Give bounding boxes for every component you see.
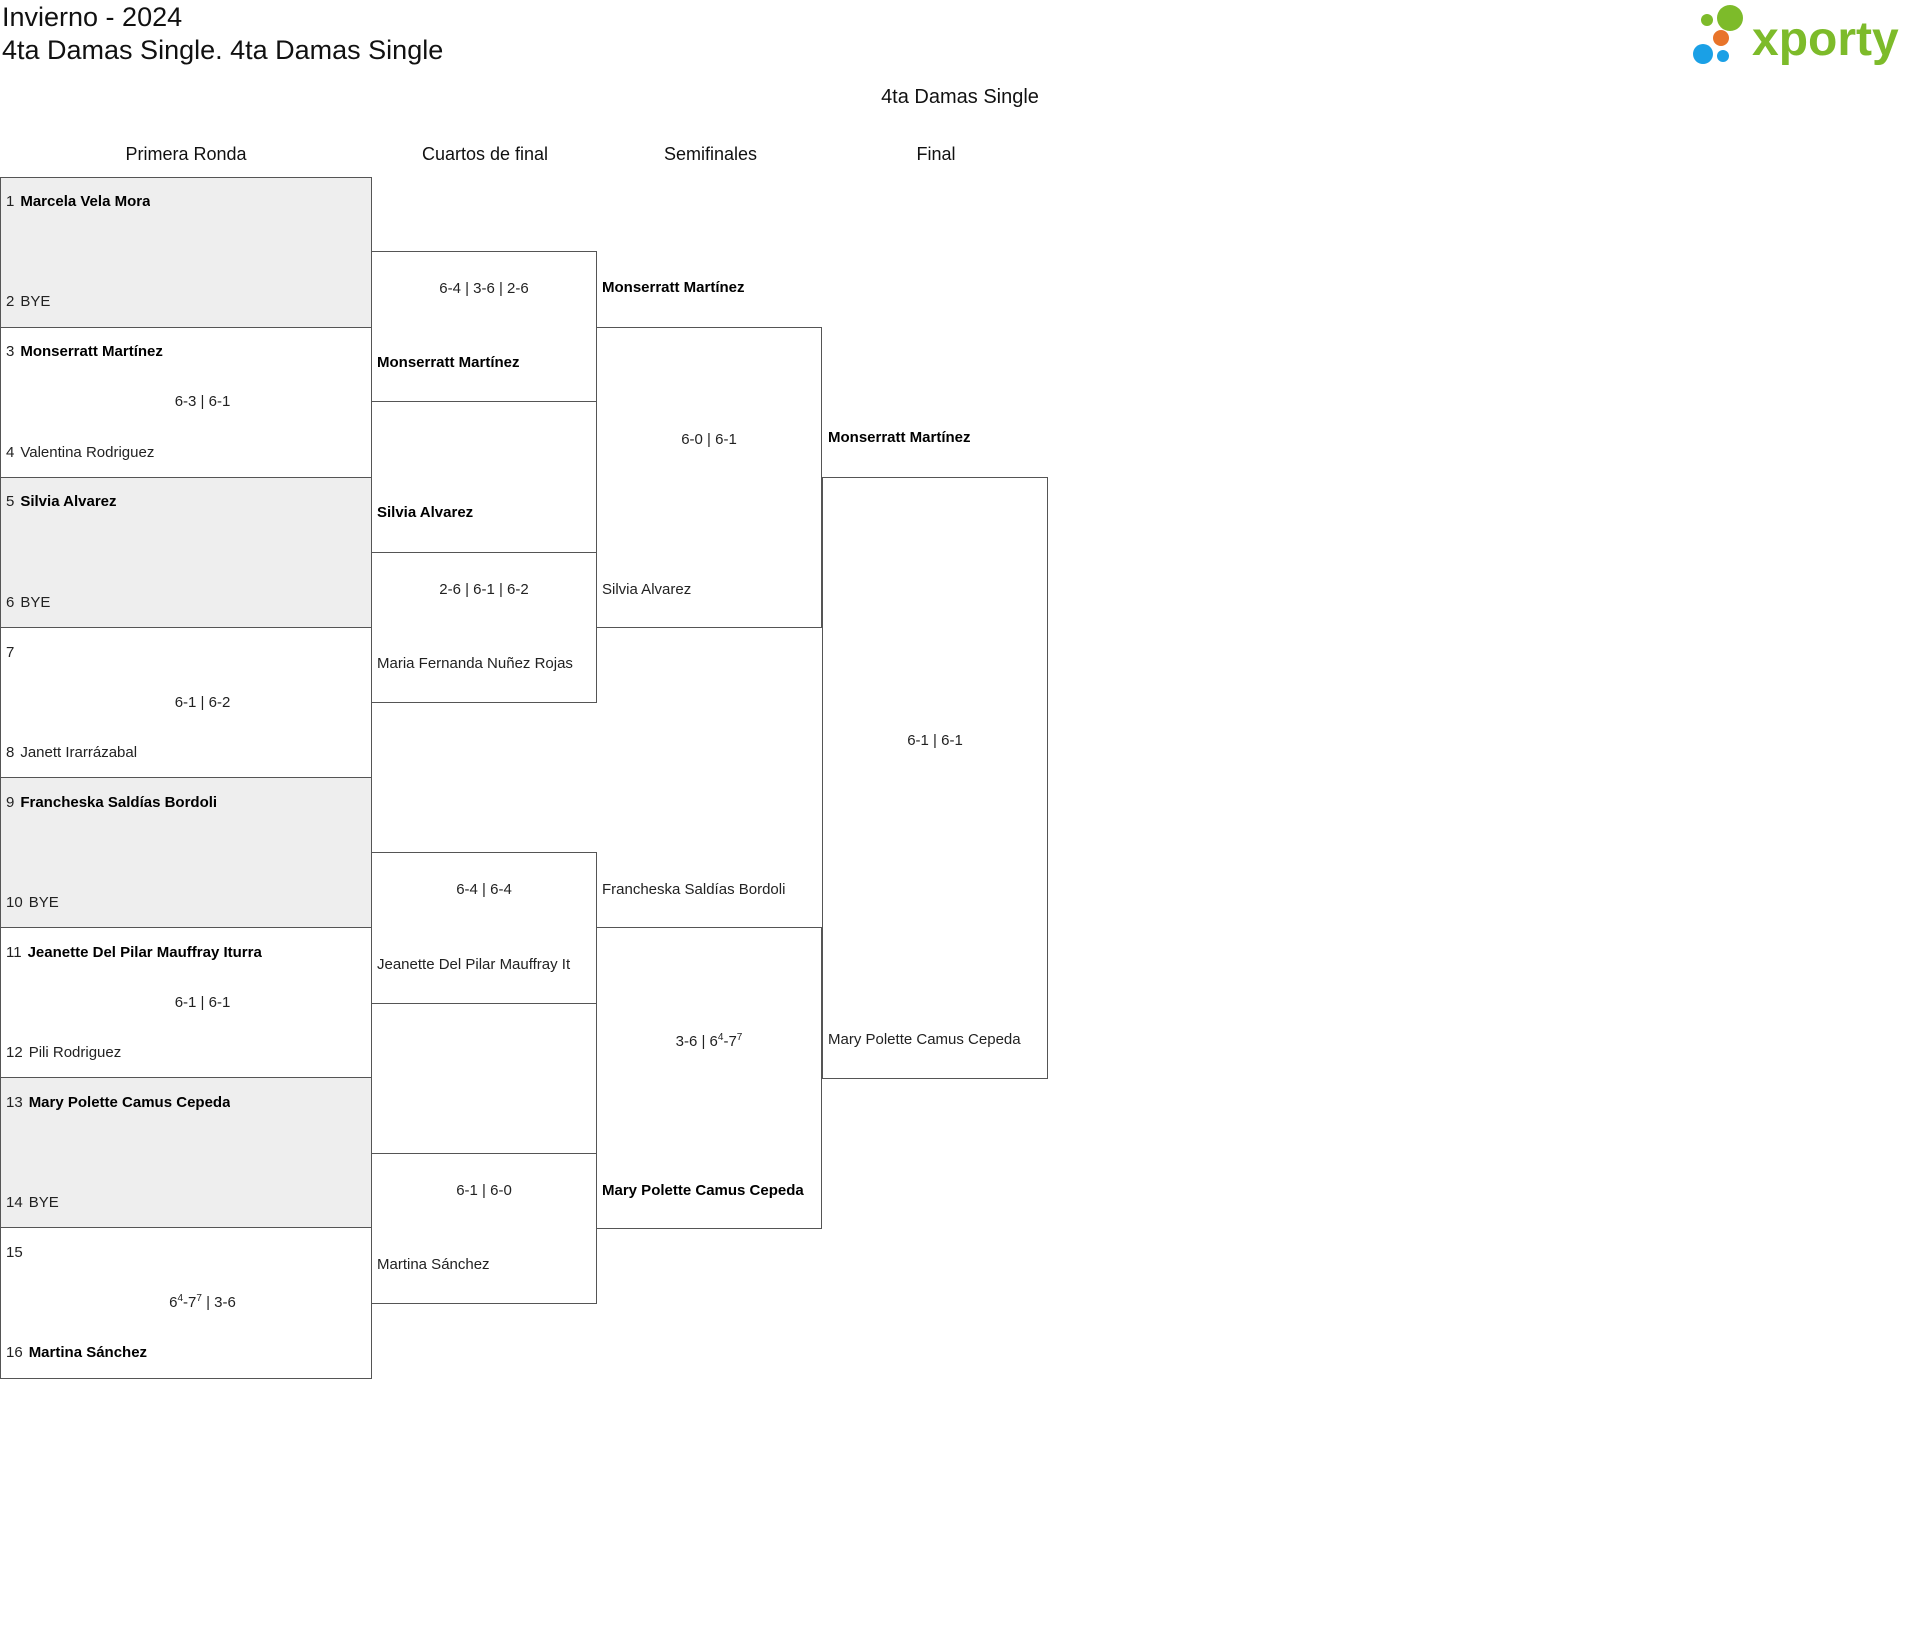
player-entry[interactable]: Francheska Saldías Bordoli: [602, 881, 786, 898]
player-name: Francheska Saldías Bordoli: [20, 794, 218, 811]
round-header-quarterfinals: Cuartos de final: [421, 144, 549, 164]
player-entry[interactable]: 1 Marcela Vela Mora: [6, 193, 150, 210]
player-entry[interactable]: Monserratt Martínez: [602, 279, 745, 296]
bracket-title: 4ta Damas Single: [881, 86, 1039, 108]
player-entry[interactable]: Monserratt Martínez: [377, 354, 520, 371]
first-round-match: [0, 327, 372, 478]
player-entry[interactable]: Monserratt Martínez: [828, 429, 971, 446]
match-score: 6-1 | 6-0: [456, 1182, 512, 1199]
first-round-match: [0, 1077, 372, 1228]
player-name: Monserratt Martínez: [20, 343, 163, 360]
player-entry[interactable]: 14 BYE: [6, 1194, 59, 1211]
seed-number: 11: [6, 944, 22, 961]
player-entry[interactable]: 12 Pili Rodriguez: [6, 1044, 121, 1061]
player-name: Janett Irarrázabal: [20, 744, 138, 761]
player-entry[interactable]: 5 Silvia Alvarez: [6, 493, 117, 510]
first-round-match: [0, 927, 372, 1078]
player-entry[interactable]: 2 BYE: [6, 293, 50, 310]
seed-number: 14: [6, 1194, 23, 1211]
player-entry[interactable]: Martina Sánchez: [377, 1256, 490, 1273]
seed-number: 16: [6, 1344, 23, 1361]
seed-number: 1: [6, 193, 15, 210]
player-name: Mary Polette Camus Cepeda: [28, 1094, 231, 1111]
seed-number: 4: [6, 444, 15, 461]
player-entry[interactable]: 11 Jeanette Del Pilar Mauffray Iturra: [6, 944, 262, 961]
player-name: BYE: [20, 594, 51, 611]
logo-wordmark: xporty: [1752, 13, 1899, 66]
final-match: [822, 477, 1048, 1079]
quarterfinal-match: [371, 251, 597, 402]
seed-number: 2: [6, 293, 15, 310]
match-score: 6-3 | 6-1: [174, 393, 231, 410]
player-name: Marcela Vela Mora: [20, 193, 151, 210]
player-name: Pili Rodriguez: [28, 1044, 122, 1061]
player-entry[interactable]: 13 Mary Polette Camus Cepeda: [6, 1094, 230, 1111]
seed-number: 12: [6, 1044, 23, 1061]
player-entry[interactable]: Mary Polette Camus Cepeda: [602, 1182, 804, 1199]
player-entry[interactable]: 9 Francheska Saldías Bordoli: [6, 794, 217, 811]
player-name: Martina Sánchez: [28, 1344, 148, 1361]
match-score: 6-1 | 6-2: [174, 694, 231, 711]
seed-number: 5: [6, 493, 15, 510]
player-entry[interactable]: 4 Valentina Rodriguez: [6, 444, 154, 461]
semifinal-match: [596, 927, 822, 1229]
player-entry[interactable]: Maria Fernanda Nuñez Rojas: [377, 655, 573, 672]
seed-number: 6: [6, 594, 15, 611]
first-round-match: [0, 1227, 372, 1379]
match-score: 6-1 | 6-1: [907, 732, 963, 749]
player-name: BYE: [28, 1194, 59, 1211]
seed-number: 10: [6, 894, 23, 911]
player-entry[interactable]: 16 Martina Sánchez: [6, 1344, 147, 1361]
player-entry[interactable]: Mary Polette Camus Cepeda: [828, 1031, 1021, 1048]
seed-number: 7: [6, 644, 15, 661]
first-round-match: [0, 777, 372, 928]
round-header-first: Primera Ronda: [125, 144, 247, 164]
player-entry[interactable]: 3 Monserratt Martínez: [6, 343, 163, 360]
player-entry[interactable]: 10 BYE: [6, 894, 59, 911]
semifinal-match: [596, 327, 822, 628]
season-title: Invierno - 2024: [2, 2, 183, 32]
first-round-match: [0, 177, 372, 328]
player-name: Valentina Rodriguez: [20, 444, 155, 461]
player-entry[interactable]: 15: [6, 1244, 29, 1261]
quarterfinal-match: [371, 852, 597, 1004]
round-header-semifinals: Semifinales: [663, 144, 758, 164]
category-title: 4ta Damas Single. 4ta Damas Single: [2, 35, 444, 65]
player-name: Silvia Alvarez: [20, 493, 117, 510]
seed-number: 8: [6, 744, 15, 761]
seed-number: 13: [6, 1094, 23, 1111]
match-score: 6-4 | 3-6 | 2-6: [439, 280, 529, 297]
player-entry[interactable]: Silvia Alvarez: [602, 581, 692, 598]
player-entry[interactable]: Silvia Alvarez: [377, 504, 474, 521]
xporty-logo: xporty: [1690, 2, 1920, 72]
player-name: BYE: [28, 894, 59, 911]
seed-number: 3: [6, 343, 15, 360]
quarterfinal-match: [371, 552, 597, 703]
match-score: 64-77 | 3-6: [169, 1293, 236, 1311]
player-name: Jeanette Del Pilar Mauffray Iturra: [27, 944, 262, 961]
seed-number: 15: [6, 1244, 23, 1261]
round-header-final: Final: [916, 144, 956, 164]
match-score: 2-6 | 6-1 | 6-2: [439, 581, 529, 598]
seed-number: 9: [6, 794, 15, 811]
player-name: BYE: [20, 293, 51, 310]
match-score: 6-1 | 6-1: [174, 994, 231, 1011]
quarterfinal-match: [371, 1153, 597, 1304]
match-score: 3-6 | 64-77: [675, 1032, 743, 1050]
match-score: 6-0 | 6-1: [681, 431, 737, 448]
player-entry[interactable]: 6 BYE: [6, 594, 50, 611]
player-entry[interactable]: 7: [6, 644, 20, 661]
match-score: 6-4 | 6-4: [456, 881, 512, 898]
first-round-match: [0, 627, 372, 778]
player-entry[interactable]: Jeanette Del Pilar Mauffray It: [377, 956, 571, 973]
player-entry[interactable]: 8 Janett Irarrázabal: [6, 744, 137, 761]
